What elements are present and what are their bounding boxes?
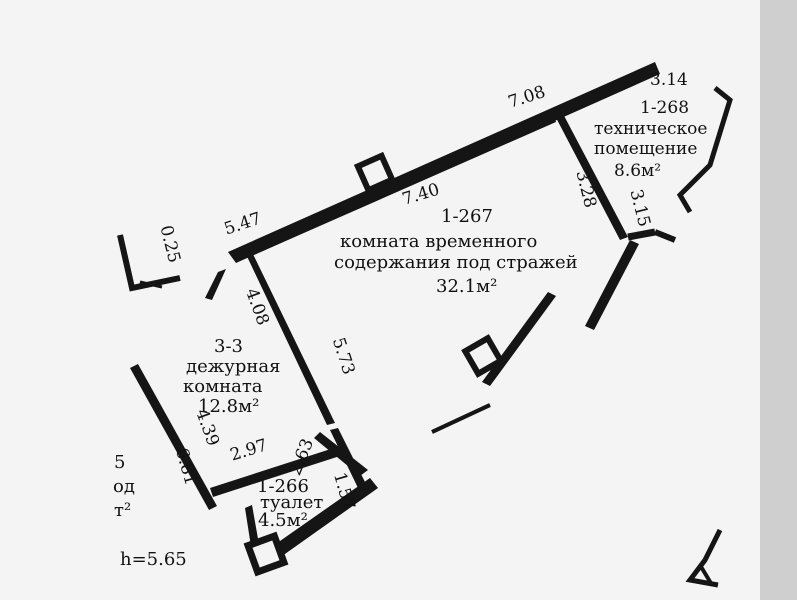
wall-33-left bbox=[130, 364, 217, 510]
wall-268-bottom bbox=[653, 229, 677, 243]
partial-text-3: т² bbox=[114, 500, 131, 521]
partial-text-2: од bbox=[113, 476, 135, 497]
room-267-number: 1-267 bbox=[441, 206, 493, 227]
room-268-number: 1-268 bbox=[640, 98, 689, 118]
wall-266-bottom bbox=[260, 478, 378, 566]
room-268-line2: помещение bbox=[594, 139, 697, 159]
wall-266-right bbox=[330, 428, 366, 488]
wall-267-left bbox=[243, 248, 335, 425]
room-33-line2: комната bbox=[183, 376, 263, 397]
room-266-number: 1-266 bbox=[257, 476, 309, 497]
wall-stub-025-b bbox=[139, 280, 163, 289]
room-267-line2: содержания под стражей bbox=[334, 252, 578, 273]
wall-268-right bbox=[676, 86, 733, 214]
partial-text-1: 5 bbox=[114, 452, 125, 473]
paper-sheet bbox=[0, 0, 760, 600]
room-267-area: 32.1м² bbox=[436, 276, 497, 297]
wall-267-right bbox=[585, 240, 639, 330]
room-33-area: 12.8м² bbox=[198, 396, 259, 417]
room-33-line1: дежурная bbox=[186, 356, 281, 377]
room-266-area: 4.5м² bbox=[258, 510, 308, 531]
room-33-number: 3-3 bbox=[214, 336, 243, 357]
column-square-top bbox=[353, 151, 397, 195]
room-267-line1: комната временного bbox=[340, 231, 537, 252]
column-square-right bbox=[461, 334, 505, 378]
wall-bottom-right bbox=[685, 528, 723, 588]
column-square-toilet bbox=[243, 531, 289, 577]
wall-stub-025 bbox=[117, 234, 181, 292]
paper-edge-shadow bbox=[760, 0, 797, 600]
wall-33-top-left bbox=[205, 269, 226, 300]
room-266-line1: туалет bbox=[260, 492, 323, 513]
dim-3-14: 3.14 bbox=[650, 70, 688, 90]
height-note: h=5.65 bbox=[120, 549, 187, 570]
room-268-area: 8.6м² bbox=[614, 161, 661, 181]
room-268-line1: техническое bbox=[594, 119, 707, 139]
wall-268-corner bbox=[627, 228, 656, 241]
wall-33-bottom bbox=[210, 446, 343, 497]
wall-267-right-thin bbox=[431, 403, 491, 434]
wall-268-left bbox=[553, 110, 628, 240]
wall-bottom-right-b bbox=[698, 563, 714, 587]
inner-wall-top bbox=[243, 112, 556, 258]
